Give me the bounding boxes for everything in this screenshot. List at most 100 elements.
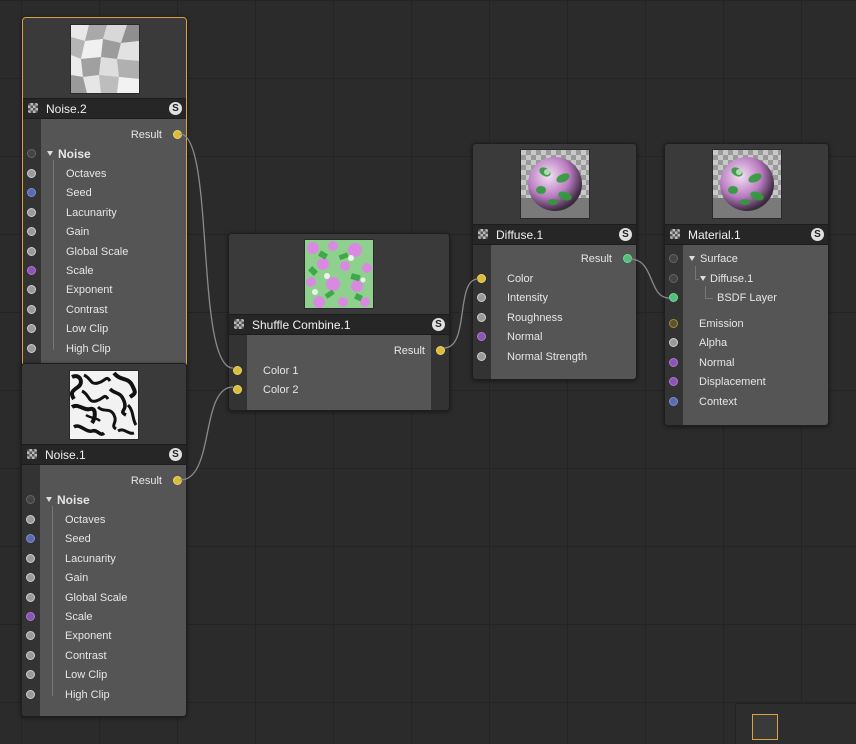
input-port[interactable] [26, 670, 35, 679]
input-row[interactable]: Color [473, 270, 636, 289]
param-row[interactable]: Gain [23, 223, 186, 242]
diffuse-child-port[interactable] [669, 274, 678, 283]
param-row[interactable]: Scale [22, 608, 186, 627]
bsdf-layer-row[interactable]: BSDF Layer [665, 289, 828, 308]
input-port[interactable] [27, 285, 36, 294]
bsdf-layer-port[interactable] [669, 293, 678, 302]
output-port[interactable] [623, 254, 632, 263]
shuffle-titlebar[interactable]: Shuffle Combine.1 S [229, 314, 449, 335]
expand-triangle-icon[interactable] [47, 151, 53, 156]
solo-badge-icon[interactable]: S [811, 228, 824, 241]
noise-1-titlebar[interactable]: Noise.1 S [22, 444, 186, 465]
surface-port[interactable] [669, 254, 678, 263]
input-row[interactable]: Emission [665, 315, 828, 334]
input-port[interactable] [26, 515, 35, 524]
group-port[interactable] [27, 149, 36, 158]
solo-badge-icon[interactable]: S [619, 228, 632, 241]
group-port[interactable] [26, 495, 35, 504]
input-port[interactable] [27, 266, 36, 275]
expand-triangle-icon[interactable] [46, 497, 52, 502]
input-row[interactable]: Displacement [665, 373, 828, 392]
minimap-viewport[interactable] [752, 714, 778, 740]
input-row[interactable]: Context [665, 393, 828, 412]
wire-noise2-to-shuffle-color1[interactable] [179, 133, 234, 369]
param-row[interactable]: Lacunarity [22, 550, 186, 569]
output-port[interactable] [173, 476, 182, 485]
input-row[interactable]: Alpha [665, 334, 828, 353]
param-row[interactable]: Contrast [22, 647, 186, 666]
noise-2-titlebar[interactable]: Noise.2 S [23, 98, 186, 119]
param-row[interactable]: Scale [23, 262, 186, 281]
node-noise-2[interactable]: Noise.2 S Result Noise Octaves Seed Lacu… [22, 17, 187, 367]
input-port[interactable] [669, 319, 678, 328]
input-port[interactable] [27, 188, 36, 197]
input-port[interactable] [26, 534, 35, 543]
param-row[interactable]: Seed [23, 184, 186, 203]
param-row[interactable]: Octaves [23, 165, 186, 184]
input-port[interactable] [477, 313, 486, 322]
material-titlebar[interactable]: Material.1 S [665, 224, 828, 245]
input-row[interactable]: Intensity [473, 289, 636, 308]
input-port[interactable] [27, 324, 36, 333]
input-port[interactable] [26, 554, 35, 563]
output-port[interactable] [173, 130, 182, 139]
input-port[interactable] [26, 651, 35, 660]
param-row[interactable]: Exponent [23, 281, 186, 300]
surface-row[interactable]: Surface [665, 250, 828, 269]
input-port[interactable] [669, 338, 678, 347]
solo-badge-icon[interactable]: S [432, 318, 445, 331]
param-row[interactable]: Seed [22, 530, 186, 549]
node-noise-1[interactable]: Noise.1 S Result Noise Octaves Seed Lacu… [21, 363, 187, 717]
input-port[interactable] [27, 344, 36, 353]
param-row[interactable]: Global Scale [23, 243, 186, 262]
input-port[interactable] [233, 385, 242, 394]
input-row[interactable]: Normal [665, 354, 828, 373]
node-shuffle-combine-1[interactable]: Shuffle Combine.1 S Result Color 1 Color… [228, 233, 450, 411]
param-row[interactable]: Gain [22, 569, 186, 588]
param-row[interactable]: Low Clip [23, 320, 186, 339]
node-diffuse-1[interactable]: Diffuse.1 S Result Color Intensity Rough… [472, 143, 637, 380]
input-port[interactable] [27, 227, 36, 236]
param-row[interactable]: Lacunarity [23, 204, 186, 223]
input-port[interactable] [669, 358, 678, 367]
group-row[interactable]: Noise [23, 145, 186, 164]
input-port[interactable] [233, 366, 242, 375]
input-row[interactable]: Color 2 [229, 381, 449, 400]
diffuse-child-row[interactable]: Diffuse.1 [665, 270, 828, 289]
solo-badge-icon[interactable]: S [169, 448, 182, 461]
input-port[interactable] [26, 573, 35, 582]
solo-badge-icon[interactable]: S [169, 102, 182, 115]
input-port[interactable] [26, 612, 35, 621]
param-row[interactable]: Global Scale [22, 589, 186, 608]
param-row[interactable]: Contrast [23, 301, 186, 320]
diffuse-titlebar[interactable]: Diffuse.1 S [473, 224, 636, 245]
input-port[interactable] [477, 352, 486, 361]
output-port[interactable] [436, 346, 445, 355]
input-port[interactable] [27, 247, 36, 256]
expand-triangle-icon[interactable] [700, 276, 706, 281]
input-port[interactable] [477, 332, 486, 341]
input-port[interactable] [669, 377, 678, 386]
expand-triangle-icon[interactable] [689, 256, 695, 261]
input-port[interactable] [477, 293, 486, 302]
input-row[interactable]: Normal Strength [473, 348, 636, 367]
input-port[interactable] [669, 397, 678, 406]
wire-noise1-to-shuffle-color2[interactable] [179, 386, 234, 481]
input-port[interactable] [27, 208, 36, 217]
param-row[interactable]: High Clip [23, 340, 186, 359]
node-material-1[interactable]: Material.1 S Surface Diffuse.1 BSDF Laye… [664, 143, 829, 426]
input-port[interactable] [27, 169, 36, 178]
param-row[interactable]: High Clip [22, 686, 186, 705]
input-port[interactable] [26, 690, 35, 699]
input-row[interactable]: Color 1 [229, 362, 449, 381]
input-port[interactable] [26, 593, 35, 602]
input-port[interactable] [27, 305, 36, 314]
group-row[interactable]: Noise [22, 491, 186, 510]
param-row[interactable]: Octaves [22, 511, 186, 530]
input-port[interactable] [477, 274, 486, 283]
input-row[interactable]: Roughness [473, 309, 636, 328]
input-row[interactable]: Normal [473, 328, 636, 347]
param-row[interactable]: Exponent [22, 627, 186, 646]
param-row[interactable]: Low Clip [22, 666, 186, 685]
input-port[interactable] [26, 631, 35, 640]
